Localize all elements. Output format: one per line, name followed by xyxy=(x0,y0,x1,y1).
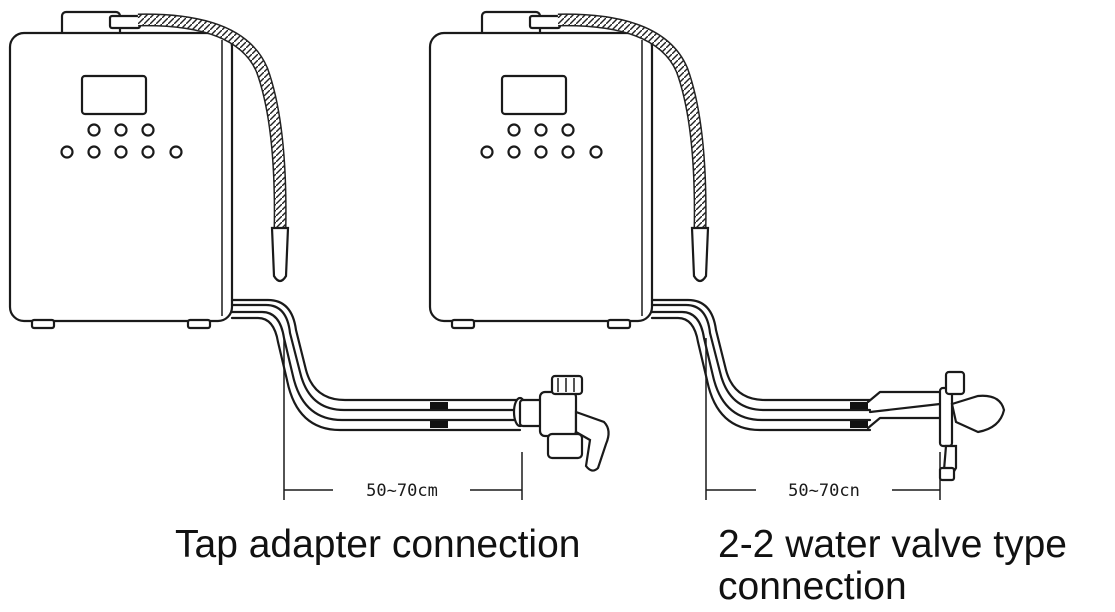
right-caption-line1: 2-2 water valve type xyxy=(718,523,1068,566)
right-distance-label: 50~70cn xyxy=(788,481,860,501)
left-distance-label: 50~70cm xyxy=(366,481,438,501)
right-water-tubes xyxy=(650,298,872,432)
right-display-screen xyxy=(500,74,568,116)
left-display-screen xyxy=(80,74,148,116)
left-button-panel xyxy=(60,123,183,159)
two-way-water-valve-icon xyxy=(866,370,1006,482)
left-caption-text: Tap adapter connection xyxy=(175,523,581,566)
left-water-tubes xyxy=(230,298,522,432)
right-distance-dimension: 50~70cn xyxy=(705,338,941,501)
right-caption-line2: connection xyxy=(718,565,907,608)
tap-adapter-icon xyxy=(512,374,610,472)
right-button-panel xyxy=(480,123,603,159)
right-caption: 2-2 water valve type connection xyxy=(718,524,1067,608)
right-water-ionizer-unit xyxy=(428,10,710,330)
left-water-ionizer-unit xyxy=(8,10,290,330)
left-caption: Tap adapter connection xyxy=(175,524,580,566)
left-distance-dimension: 50~70cm xyxy=(283,338,523,501)
